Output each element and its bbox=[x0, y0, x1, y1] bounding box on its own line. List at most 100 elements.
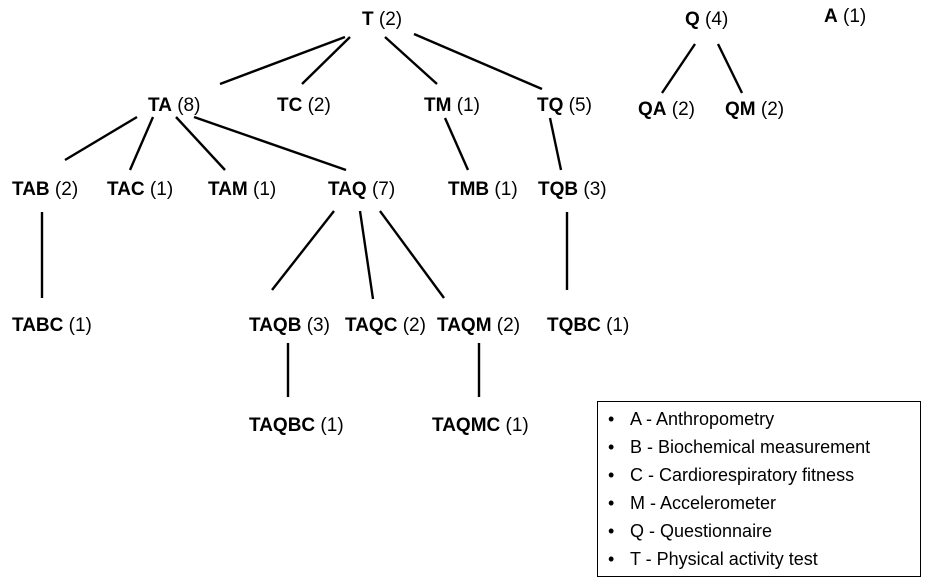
node-count: (2) bbox=[302, 95, 331, 116]
node-code: TAQ bbox=[328, 179, 367, 200]
node-count: (1) bbox=[600, 315, 630, 336]
node-count: (1) bbox=[837, 6, 867, 27]
bullet-icon: • bbox=[608, 521, 615, 541]
node-code: TAB bbox=[12, 179, 50, 200]
node-count: (2) bbox=[666, 99, 695, 120]
node-qa: QA (2) bbox=[638, 99, 695, 121]
node-tab: TAB (2) bbox=[12, 179, 78, 201]
node-count: (1) bbox=[315, 415, 344, 436]
node-taqc: TAQC (2) bbox=[345, 315, 426, 337]
node-taqm: TAQM (2) bbox=[437, 315, 520, 337]
edge-ta-taq bbox=[193, 115, 347, 172]
node-code: TMB bbox=[448, 179, 490, 200]
legend-item-a: • A - Anthropometry bbox=[608, 405, 920, 433]
legend-item-label: B - Biochemical measurement bbox=[630, 437, 871, 457]
bullet-icon: • bbox=[608, 409, 615, 429]
node-code: TABC bbox=[12, 315, 64, 336]
legend-item-m: • M - Accelerometer bbox=[608, 489, 920, 517]
legend-item-q: • Q - Questionnaire bbox=[608, 517, 920, 545]
node-count: (8) bbox=[171, 95, 201, 116]
edge-taq-taqm bbox=[379, 210, 445, 299]
edge-taq-taqb bbox=[271, 210, 335, 291]
bullet-icon: • bbox=[608, 465, 615, 485]
node-qm: QM (2) bbox=[725, 99, 784, 121]
legend-item-label: C - Cardiorespiratory fitness bbox=[630, 465, 855, 485]
node-count: (1) bbox=[63, 315, 92, 336]
node-tabc: TABC (1) bbox=[12, 315, 92, 337]
node-count: (2) bbox=[755, 99, 785, 120]
edge-taq-taqc bbox=[358, 210, 375, 300]
edge-tq-tqb bbox=[548, 117, 563, 171]
node-code: TAQBC bbox=[249, 415, 316, 436]
node-code: TAQC bbox=[345, 315, 398, 336]
edge-ta-tab bbox=[64, 115, 138, 162]
bullet-icon: • bbox=[608, 549, 615, 569]
node-code: A bbox=[824, 6, 838, 27]
node-tq: TQ (5) bbox=[537, 95, 592, 117]
node-tmb: TMB (1) bbox=[448, 179, 518, 201]
node-count: (3) bbox=[578, 179, 607, 200]
node-code: QA bbox=[638, 99, 667, 120]
node-code: TAM bbox=[208, 179, 248, 200]
node-taqb: TAQB (3) bbox=[249, 315, 330, 337]
node-tc: TC (2) bbox=[277, 95, 331, 117]
node-tm: TM (1) bbox=[424, 95, 480, 117]
edge-ta-tam bbox=[175, 116, 226, 171]
node-count: (2) bbox=[49, 179, 79, 200]
node-taqmc: TAQMC (1) bbox=[432, 415, 529, 437]
bullet-icon: • bbox=[608, 493, 615, 513]
node-code: TQBC bbox=[547, 315, 601, 336]
legend-item-label: Q - Questionnaire bbox=[630, 521, 773, 541]
node-count: (1) bbox=[144, 179, 174, 200]
node-code: TQ bbox=[537, 95, 564, 116]
node-count: (1) bbox=[451, 95, 480, 116]
node-count: (5) bbox=[563, 95, 592, 116]
edge-tm-tmb bbox=[443, 117, 470, 171]
edge-t-ta bbox=[219, 35, 346, 86]
node-count: (2) bbox=[397, 315, 426, 336]
node-tam: TAM (1) bbox=[208, 179, 276, 201]
edge-t-tm bbox=[384, 36, 438, 85]
node-tqbc: TQBC (1) bbox=[547, 315, 629, 337]
node-code: TA bbox=[148, 95, 172, 116]
node-code: TAQB bbox=[249, 315, 302, 336]
node-count: (4) bbox=[699, 9, 729, 30]
node-code: Q bbox=[685, 9, 700, 30]
edge-ta-tac bbox=[128, 116, 155, 171]
edge-q-qm bbox=[716, 43, 744, 94]
node-code: TAQMC bbox=[432, 415, 501, 436]
node-count: (1) bbox=[500, 415, 529, 436]
node-code: QM bbox=[725, 99, 756, 120]
node-count: (2) bbox=[491, 315, 521, 336]
node-count: (1) bbox=[489, 179, 518, 200]
legend-item-label: T - Physical activity test bbox=[630, 549, 818, 569]
node-tac: TAC (1) bbox=[107, 179, 173, 201]
legend-item-c: • C - Cardiorespiratory fitness bbox=[608, 461, 920, 489]
bullet-icon: • bbox=[608, 437, 615, 457]
legend-item-label: A - Anthropometry bbox=[630, 409, 775, 429]
legend-item-label: M - Accelerometer bbox=[630, 493, 777, 513]
legend-item-b: • B - Biochemical measurement bbox=[608, 433, 920, 461]
legend-item-t: • T - Physical activity test bbox=[608, 545, 920, 573]
node-q: Q (4) bbox=[685, 9, 728, 31]
edge-q-qa bbox=[661, 43, 696, 94]
node-code: TAC bbox=[107, 179, 145, 200]
node-t: T (2) bbox=[362, 9, 402, 31]
node-a: A (1) bbox=[824, 6, 866, 28]
node-count: (1) bbox=[247, 179, 277, 200]
node-taqbc: TAQBC (1) bbox=[249, 415, 344, 437]
node-code: TM bbox=[424, 95, 452, 116]
node-ta: TA (8) bbox=[148, 95, 200, 117]
node-count: (3) bbox=[301, 315, 330, 336]
node-count: (2) bbox=[373, 9, 403, 30]
edge-t-tq bbox=[413, 32, 543, 91]
node-taq: TAQ (7) bbox=[328, 179, 395, 201]
node-code: TC bbox=[277, 95, 303, 116]
legend-box: • A - Anthropometry • B - Biochemical meas… bbox=[597, 401, 921, 577]
node-tqb: TQB (3) bbox=[538, 179, 607, 201]
node-count: (7) bbox=[366, 179, 396, 200]
node-code: TQB bbox=[538, 179, 579, 200]
edge-t-tc bbox=[301, 36, 351, 85]
node-code: T bbox=[362, 9, 374, 30]
